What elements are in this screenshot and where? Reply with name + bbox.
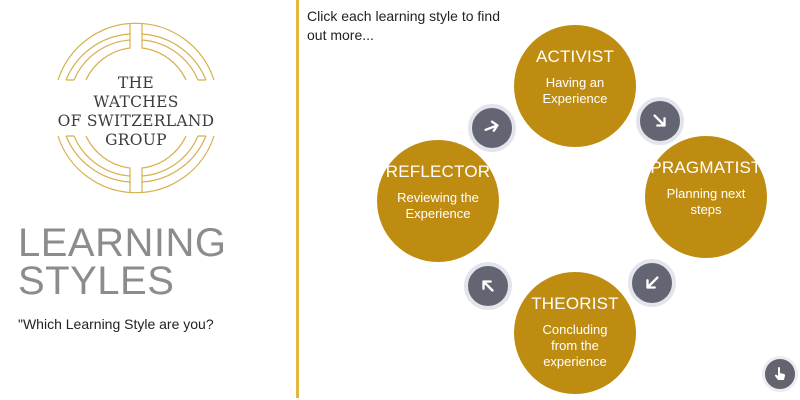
style-description: Reviewing the Experience <box>397 190 479 221</box>
style-activist[interactable]: ACTIVIST Having an Experience <box>514 25 636 147</box>
logo-wordmark: THE WATCHES OF SWITZERLAND GROUP <box>50 74 222 150</box>
logo-ring-icon <box>57 22 215 194</box>
arrow-down-left-icon <box>646 276 659 289</box>
hand-pointer-icon <box>774 367 786 380</box>
style-reflector[interactable]: REFLECTOR Reviewing the Experience <box>377 140 499 262</box>
style-name: REFLECTOR <box>385 162 491 181</box>
style-name: PRAGMATIST <box>650 158 762 177</box>
arrow-up-left-icon <box>482 280 494 292</box>
arrow-pragmatist-to-theorist <box>628 259 676 307</box>
style-theorist[interactable]: THEORIST Concluding from the experience <box>514 272 636 394</box>
style-description: Having an Experience <box>542 75 608 106</box>
company-logo: THE WATCHES OF SWITZERLAND GROUP <box>50 18 222 198</box>
arrow-reflector-to-activist <box>468 104 516 152</box>
page-title-line1: LEARNING <box>18 221 227 265</box>
arrow-right-icon <box>484 120 499 132</box>
style-pragmatist[interactable]: PRAGMATIST Planning next steps <box>645 136 767 258</box>
arrow-down-right-icon <box>653 114 666 127</box>
logo-line: OF SWITZERLAND <box>57 112 215 130</box>
arrow-theorist-to-reflector <box>464 262 512 310</box>
style-description: Planning next steps <box>666 186 746 217</box>
page-subtitle: "Which Learning Style are you? <box>18 316 214 332</box>
style-name: ACTIVIST <box>535 47 615 66</box>
instructions-text: Click each learning style to find out mo… <box>307 8 500 43</box>
logo-line: WATCHES <box>93 93 179 111</box>
style-name: THEORIST <box>531 294 619 313</box>
logo-line: THE <box>117 74 155 92</box>
logo-line: GROUP <box>105 131 167 149</box>
arrow-activist-to-pragmatist <box>636 97 684 145</box>
page-title: LEARNING STYLES <box>18 221 227 303</box>
interaction-hint-button[interactable] <box>762 356 798 392</box>
vertical-divider <box>296 0 299 398</box>
style-description: Concluding from the experience <box>542 322 608 369</box>
page-title-line2: STYLES <box>18 259 175 303</box>
